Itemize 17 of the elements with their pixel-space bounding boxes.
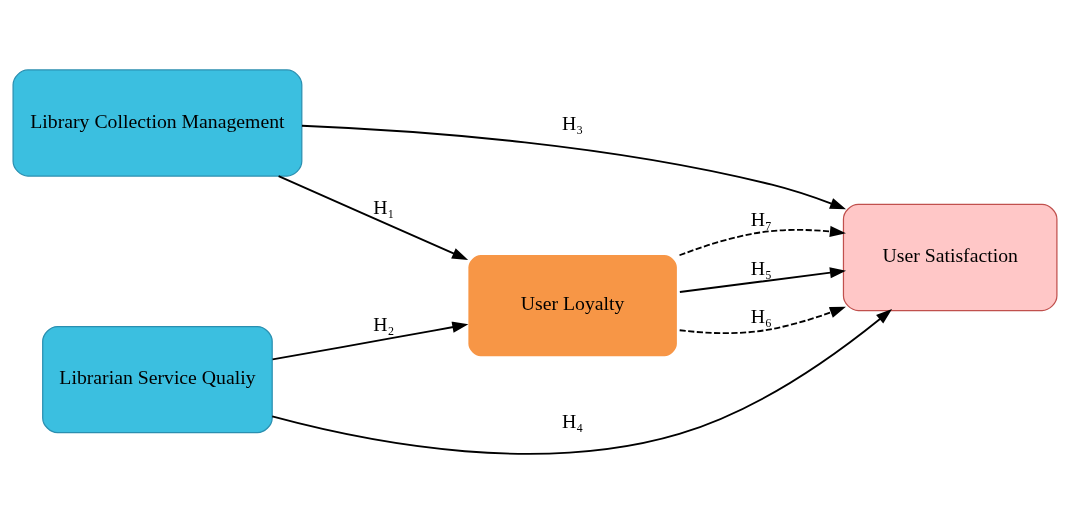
node-box: User Satisfaction [842, 203, 1058, 311]
edge-label: H₁ [373, 195, 395, 218]
edge-label: H₃ [562, 111, 584, 134]
edge-label: H₆ [750, 304, 772, 327]
arrow [678, 266, 846, 293]
arrow [678, 225, 846, 256]
arrow [271, 321, 469, 360]
edge-label: H₄ [562, 409, 584, 431]
node-box: Library Collection Management [12, 68, 303, 177]
arrow [277, 174, 469, 260]
edge-label: H₇ [750, 207, 772, 230]
arrow [271, 308, 893, 455]
arrow [678, 306, 846, 334]
edge-label: H₅ [750, 256, 772, 278]
node-box: Librarian Service Qualiy [42, 325, 273, 433]
arrow [301, 124, 847, 209]
edge-label: H₂ [373, 312, 395, 335]
